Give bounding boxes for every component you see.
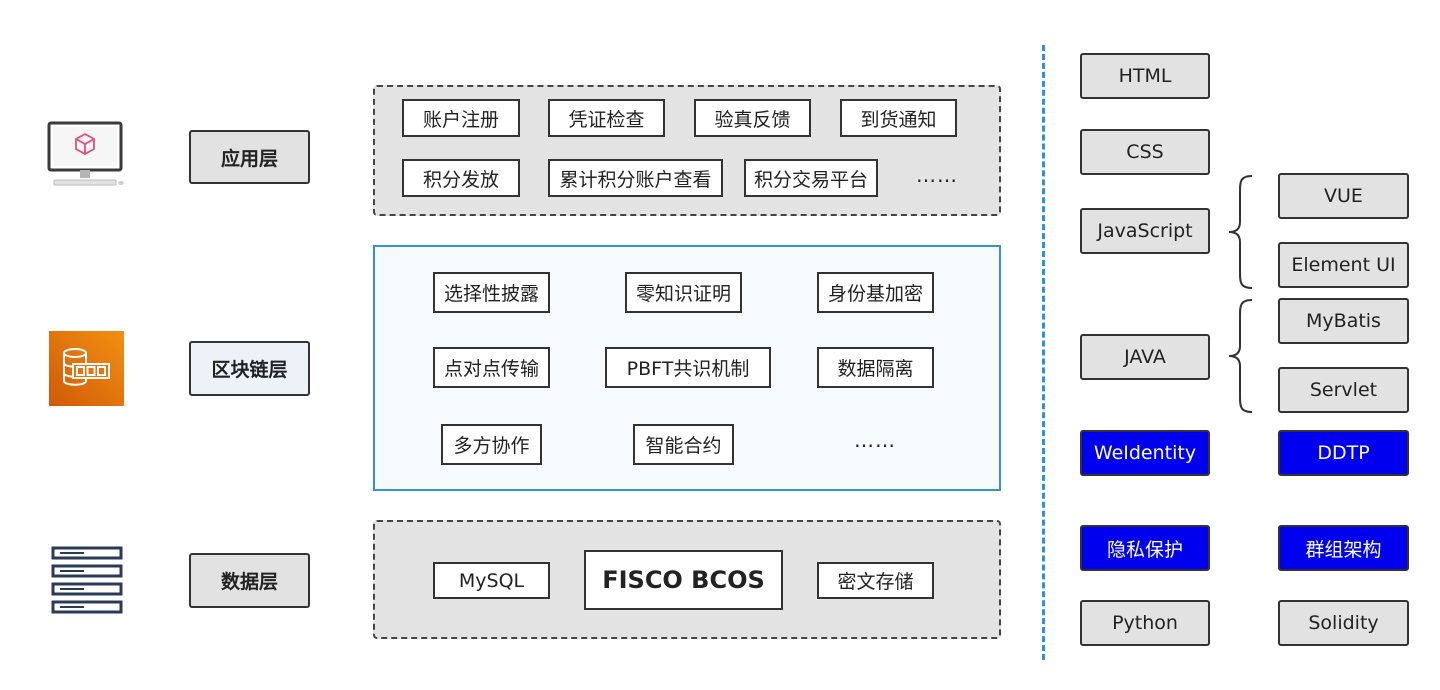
tech-servlet: Servlet [1278,367,1409,413]
data-item-fisco-bcos: FISCO BCOS [584,550,783,610]
chain-item-smart-contract: 智能合约 [633,424,734,465]
chain-item-pbft-consensus: PBFT共识机制 [605,347,771,388]
chain-item-identity-encryption: 身份基加密 [817,272,934,313]
tech-html: HTML [1080,53,1210,99]
tech-privacy-protection: 隐私保护 [1080,525,1210,571]
chain-item-multi-party: 多方协作 [441,424,542,465]
app-item-arrival-notice: 到货通知 [840,99,957,137]
app-ellipsis: …… [916,163,958,187]
tech-element-ui: Element UI [1278,242,1409,288]
server-stack-icon [51,546,123,614]
tech-weidentity: WeIdentity [1080,430,1210,476]
app-item-credential-check: 凭证检查 [548,99,665,137]
data-item-encrypted-storage: 密文存储 [817,562,934,599]
chain-item-data-isolation: 数据隔离 [817,347,934,388]
brace-javascript [1228,175,1253,289]
chain-ellipsis: …… [854,428,896,452]
chain-item-selective-disclosure: 选择性披露 [433,272,550,313]
layer-label-blockchain: 区块链层 [189,341,310,396]
tech-css: CSS [1080,129,1210,175]
tech-javascript: JavaScript [1080,208,1210,254]
app-item-points-issue: 积分发放 [402,159,520,197]
brace-java [1228,299,1253,413]
tech-group-architecture: 群组架构 [1278,525,1409,571]
app-item-verification-feedback: 验真反馈 [694,99,811,137]
vertical-divider [1042,45,1045,660]
layer-label-application: 应用层 [189,130,310,184]
data-item-mysql: MySQL [433,562,550,599]
tech-vue: VUE [1278,173,1409,219]
app-item-points-trading: 积分交易平台 [744,159,878,197]
computer-icon [47,121,124,186]
app-item-points-account-view: 累计积分账户查看 [548,159,723,197]
tech-solidity: Solidity [1278,600,1409,646]
tech-ddtp: DDTP [1278,430,1409,476]
tech-mybatis: MyBatis [1278,298,1409,344]
app-item-account-register: 账户注册 [402,99,520,137]
chain-item-zero-knowledge: 零知识证明 [625,272,742,313]
tech-java: JAVA [1080,334,1210,380]
database-chain-icon [49,331,124,406]
chain-item-p2p-transfer: 点对点传输 [433,347,550,388]
tech-python: Python [1080,600,1210,646]
layer-label-data: 数据层 [189,553,310,608]
